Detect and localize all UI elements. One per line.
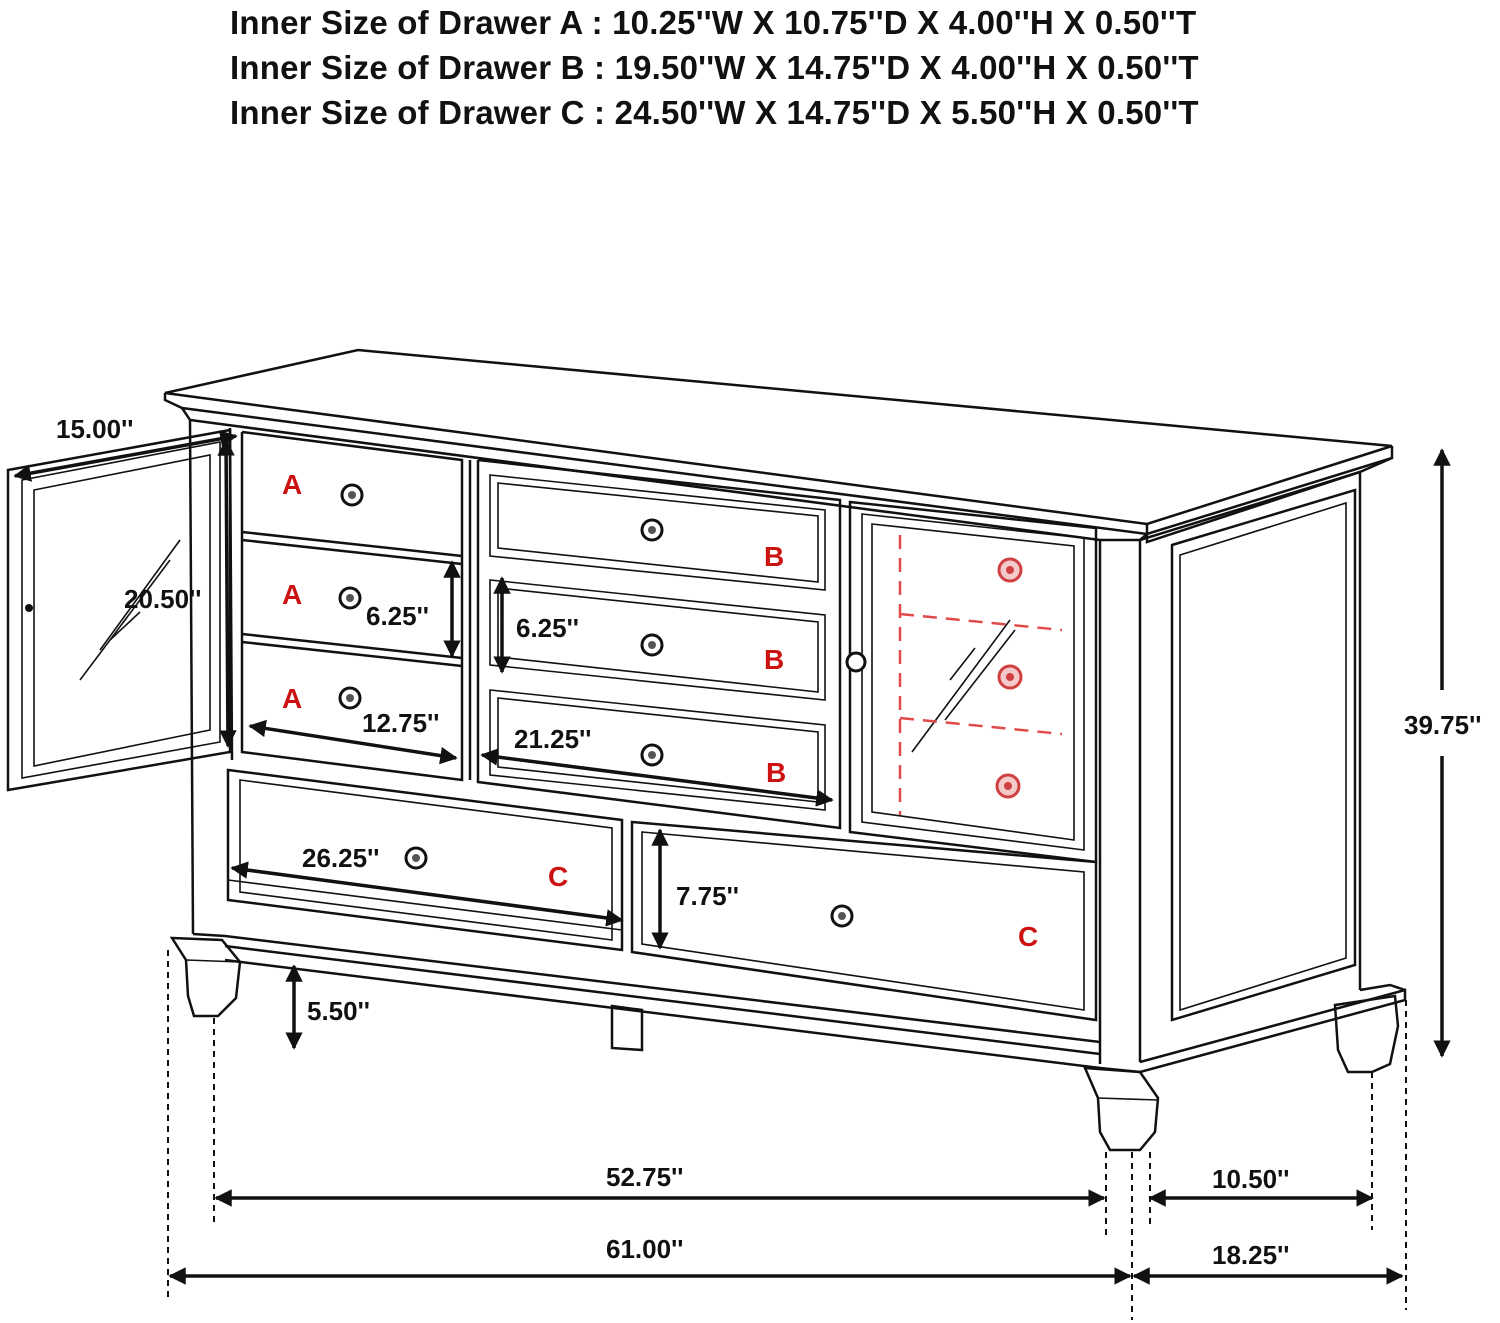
leg-front-left [169, 936, 242, 1018]
drawer-b-bottom[interactable] [640, 743, 664, 767]
drawers-a [240, 430, 472, 782]
dim-drawer-b-width: 21.25'' [514, 724, 591, 754]
spec-drawer-b: Inner Size of Drawer B : 19.50''W X 14.7… [230, 49, 1199, 86]
dim-leg-height: 5.50'' [307, 996, 370, 1026]
dim-door-height: 20.50'' [124, 584, 201, 614]
leg-front-right [1083, 1066, 1160, 1152]
dim-drawer-c-width: 26.25'' [302, 843, 379, 873]
dim-inner-depth: 10.50'' [1212, 1164, 1289, 1194]
dimension-arrows [13, 430, 1451, 1320]
label-drawer-c-left: C [548, 861, 568, 892]
dim-overall-height: 39.75'' [1404, 710, 1481, 740]
drawer-specs: Inner Size of Drawer A : 10.25''W X 10.7… [230, 0, 1270, 135]
dim-drawer-a-height: 6.25'' [366, 601, 429, 631]
spec-drawer-a: Inner Size of Drawer A : 10.25''W X 10.7… [230, 4, 1197, 41]
dim-drawer-b-height: 6.25'' [516, 613, 579, 643]
spec-drawer-c: Inner Size of Drawer C : 24.50''W X 14.7… [230, 94, 1199, 131]
dim-inner-width: 52.75'' [606, 1162, 683, 1192]
drawer-a-middle[interactable] [338, 586, 362, 610]
dim-overall-depth: 18.25'' [1212, 1240, 1289, 1270]
leg-back-center [610, 1004, 644, 1052]
drawer-c-right[interactable] [630, 820, 1098, 1022]
dim-door-width: 15.00'' [56, 414, 133, 444]
drawer-a-top[interactable] [340, 483, 364, 507]
label-drawer-a-top: A [282, 469, 302, 500]
drawer-a-bottom[interactable] [338, 686, 362, 710]
label-drawer-b-top: B [764, 541, 784, 572]
dim-overall-width: 61.00'' [606, 1234, 683, 1264]
drawer-c-left[interactable] [226, 768, 624, 952]
label-drawer-b-middle: B [764, 644, 784, 675]
side-panel [1170, 488, 1357, 1022]
dim-drawer-a-width: 12.75'' [362, 708, 439, 738]
right-door[interactable] [845, 500, 1098, 864]
dresser-body [163, 348, 1407, 1152]
drawer-b-top[interactable] [640, 518, 664, 542]
label-drawer-a-middle: A [282, 579, 302, 610]
drawers-b [476, 458, 842, 830]
dim-drawer-c-height: 7.75'' [676, 881, 739, 911]
label-drawer-c-right: C [1018, 921, 1038, 952]
leg-back-right [1333, 994, 1400, 1074]
door-knob[interactable] [25, 604, 33, 612]
drawer-b-middle[interactable] [640, 633, 664, 657]
label-drawer-b-bottom: B [766, 757, 786, 788]
label-drawer-a-bottom: A [282, 683, 302, 714]
